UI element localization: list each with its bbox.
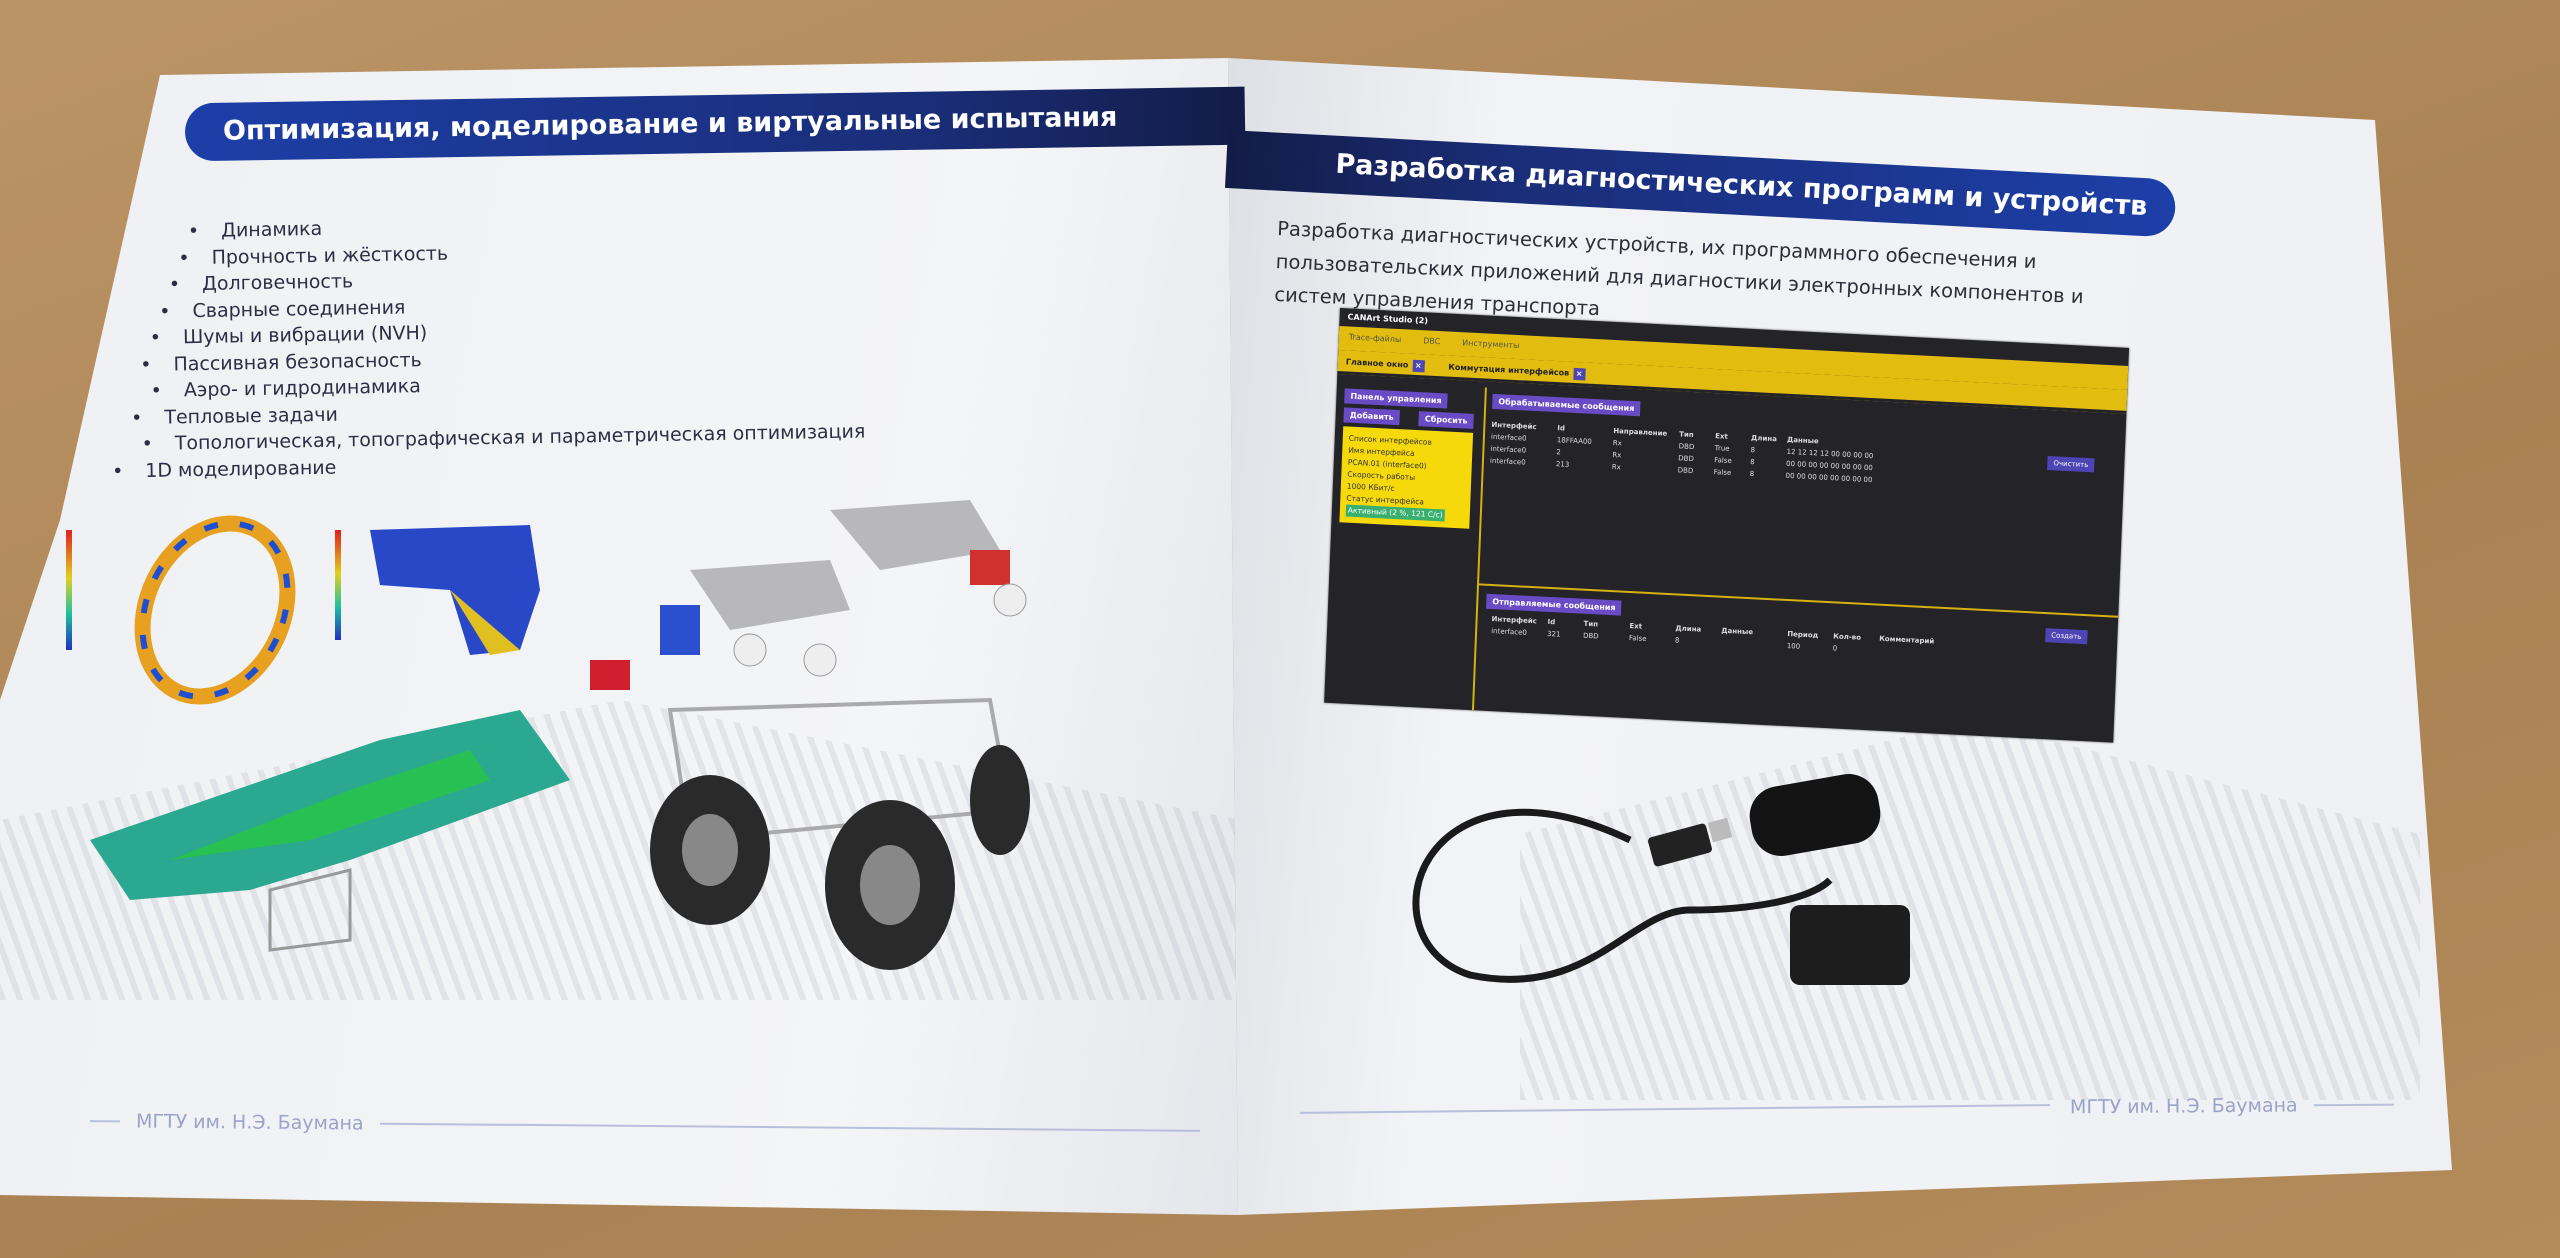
ring-fea-image [66, 515, 296, 705]
footer-text: МГТУ им. Н.Э. Баумана [2069, 1094, 2298, 1119]
table-cell: interface0 [1490, 432, 1527, 443]
table-cell: 8 [1750, 445, 1756, 455]
table-cell: Id [1557, 424, 1566, 433]
menu-tools: Инструменты [1462, 338, 1520, 351]
table-cell: 100 [1786, 642, 1801, 651]
capabilities-list: Динамика Прочность и жёсткость Долговечн… [108, 208, 866, 486]
table-cell: Период [1787, 630, 1819, 640]
table-cell: Данные [1721, 626, 1754, 637]
table-cell: DBD [1678, 442, 1695, 452]
right-footer: МГТУ им. Н.Э. Баумана [2069, 1094, 2394, 1119]
table-cell: 321 [1546, 629, 1561, 639]
table-cell: 0 [1832, 644, 1838, 653]
can-adapter-cable-image [1412, 773, 1910, 985]
reset-button: Сбросить [1418, 411, 1474, 429]
table-cell: 213 [1555, 460, 1570, 469]
add-button: Добавить [1343, 407, 1400, 426]
table-cell: False [1713, 468, 1732, 477]
processed-messages: Обрабатываемые сообщения Очистить Интерф… [1476, 387, 2127, 620]
table-cell: Rx [1612, 450, 1622, 460]
buggy-model-image [650, 697, 1030, 970]
table-cell: interface0 [1489, 456, 1526, 467]
table-cell: Интерфейс [1491, 420, 1537, 432]
table-cell: Интерфейс [1491, 615, 1538, 626]
clear-button: Очистить [2047, 455, 2095, 473]
canart-screenshot: CANArt Studio (2) Trace-файлы DBC Инстру… [1324, 308, 2130, 743]
create-button: Создать [2044, 628, 2088, 645]
interface-panel: Список интерфейсов Имя интерфейса PCAN.0… [1339, 426, 1474, 529]
table-cell: Rx [1612, 438, 1622, 448]
tab-main: Главное окно× [1346, 356, 1425, 373]
menu-dbc: DBC [1423, 336, 1441, 347]
simulation-images [66, 500, 1030, 970]
sent-table: Интерфейс Id Тип Ext Длина Данные Период Кол-во… [1485, 609, 2110, 673]
panel-title: Панель управления [1344, 388, 1448, 409]
tab-switching: Коммутация интерфейсов× [1448, 362, 1586, 381]
table-cell: interface0 [1490, 627, 1527, 637]
footer-text: МГТУ им. Н.Э. Баумана [135, 1110, 364, 1135]
table-cell: 8 [1749, 469, 1755, 479]
table-cell: 8 [1674, 636, 1680, 645]
bracket-fea-image [335, 525, 540, 655]
table-cell: Ext [1629, 622, 1643, 631]
table-cell: interface0 [1490, 444, 1527, 455]
table-cell: Длина [1675, 624, 1702, 634]
table-cell: True [1714, 444, 1730, 453]
frame-fea-image [90, 710, 570, 952]
table-cell: Ext [1714, 432, 1728, 441]
suspension-model-image [590, 500, 1027, 690]
control-panel: Панель управления Добавить Сбросить Спис… [1339, 388, 1474, 529]
table-cell: Rx [1611, 462, 1622, 472]
table-cell: Направление [1613, 426, 1668, 438]
table-cell: Длина [1750, 433, 1778, 444]
processed-title: Обрабатываемые сообщения [1492, 393, 1641, 417]
table-cell: 8 [1749, 457, 1755, 467]
table-cell: 2 [1556, 448, 1562, 457]
table-cell: DBD [1582, 631, 1599, 641]
table-cell: False [1714, 456, 1732, 466]
table-cell: 18FFAA00 [1556, 436, 1592, 446]
table-cell: DBD [1678, 454, 1694, 464]
table-cell [1721, 639, 1781, 650]
table-cell: Кол-во [1833, 632, 1862, 642]
table-cell: DBD [1677, 466, 1694, 476]
table-cell: False [1628, 634, 1647, 643]
close-icon: × [1572, 367, 1586, 381]
table-cell: Id [1547, 617, 1556, 627]
table-cell: Тип [1679, 430, 1694, 440]
menu-trace: Trace-файлы [1348, 332, 1402, 345]
close-icon: × [1412, 359, 1425, 373]
table-cell: Тип [1583, 619, 1599, 629]
